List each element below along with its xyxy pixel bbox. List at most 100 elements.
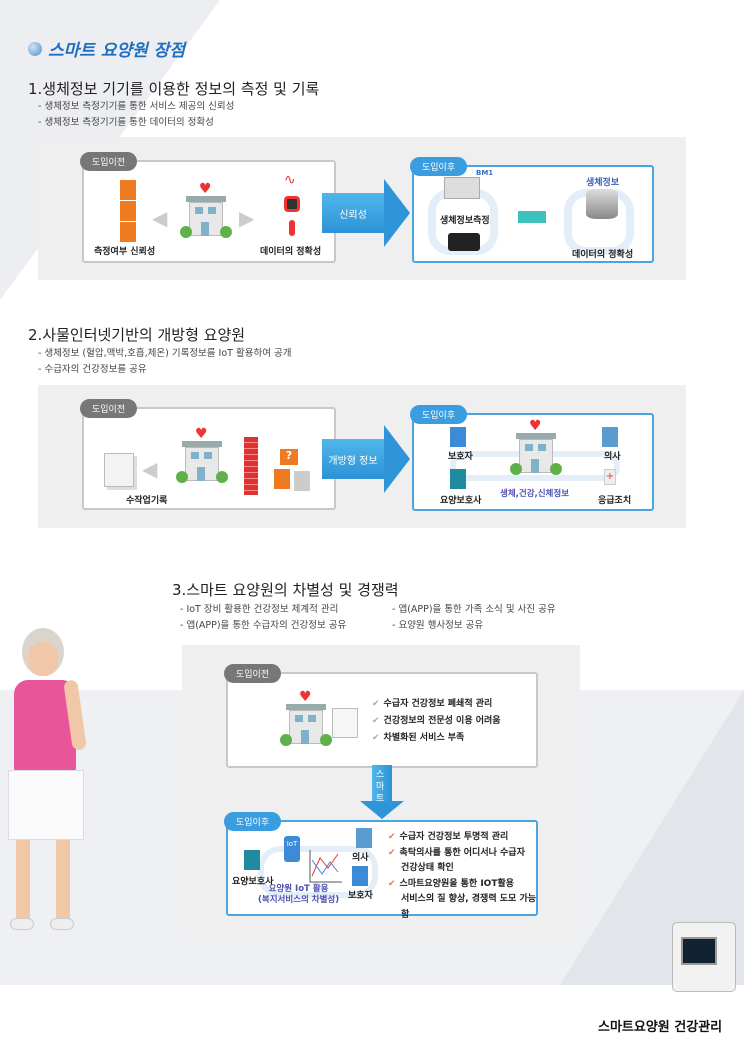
guardian-icon xyxy=(352,866,368,886)
section1-panel: 도입이전 ◀ ♥ ▶ ∿ 측정여부 신뢰성 데이터의 정확성 신뢰성 도입이후 … xyxy=(38,137,686,280)
page-title: 스마트 요양원 장점 xyxy=(28,36,185,61)
smart-arrow xyxy=(372,765,392,801)
section3-bullets-left: - IoT 장비 활용한 건강정보 체계적 관리 - 앱(APP)을 통한 수급… xyxy=(180,602,346,634)
open-info-arrow: 개방형 정보 xyxy=(322,425,410,493)
check-item: 건강상태 확인 xyxy=(388,861,536,877)
check-text: 스마트요양원을 통한 IOT활용 xyxy=(399,878,515,889)
check-text: 촉탁의사를 통한 어디서나 수급자 xyxy=(399,847,525,858)
paper-records-icon xyxy=(332,708,358,738)
check-text: 수급자 건강정보 폐쇄적 관리 xyxy=(383,699,493,709)
caregiver-label: 요양보호사 xyxy=(440,496,482,506)
caregiver-icon xyxy=(244,850,260,870)
before-right-label: 데이터의 정확성 xyxy=(260,247,322,257)
after-tag: 도입이후 xyxy=(410,157,468,176)
before-box: 도입이전 ◀ ♥ ? 수작업기록 xyxy=(80,399,336,510)
arrow-char: 스 xyxy=(376,770,385,780)
before-tag: 도입이전 xyxy=(80,152,138,171)
bullet: - IoT 장비 활용한 건강정보 체계적 관리 xyxy=(180,604,339,615)
thermometer-icon xyxy=(289,220,295,236)
connection-ring xyxy=(258,846,378,898)
check-icon: ✔ xyxy=(388,878,396,889)
bullet: - 생체정보 측정기기를 통한 서비스 제공의 신뢰성 xyxy=(38,101,235,112)
brick-wall-icon xyxy=(244,437,258,495)
check-text: 차별화된 서비스 부족 xyxy=(383,733,465,743)
elderly-woman-photo xyxy=(0,620,110,960)
nursing-home-icon: ♥ xyxy=(510,419,562,475)
nursing-home-icon: ♥ xyxy=(176,427,228,483)
section2-heading: 2.사물인터넷기반의 개방형 요양원 xyxy=(28,326,246,344)
check-item: ✔스마트요양원을 통한 IOT활용 xyxy=(388,877,536,893)
section3-heading: 3.스마트 요양원의 차별성 및 경쟁력 xyxy=(172,581,399,599)
after-right-label: 데이터의 정확성 xyxy=(572,250,634,260)
after-tag: 도입이후 xyxy=(410,405,468,424)
bullet-dot-icon xyxy=(28,41,42,56)
arrow-char: 트 xyxy=(376,794,385,804)
arrow-right-icon xyxy=(518,211,546,223)
check-icon: ✔ xyxy=(388,832,396,842)
line-chart-icon xyxy=(309,850,342,883)
bullet: - 앱(APP)을 통한 수급자의 건강정보 공유 xyxy=(180,620,347,631)
guardian-label: 보호자 xyxy=(348,891,373,901)
database-label: 생체정보 xyxy=(586,178,620,188)
check-text: 건강정보의 전문성 이용 어려움 xyxy=(383,716,501,726)
guardian-label: 보호자 xyxy=(448,452,473,462)
after-tag: 도입이후 xyxy=(224,812,282,831)
check-item: 서비스의 질 향상, 경쟁력 도모 가능함 xyxy=(388,892,536,923)
center-line: 요양원 IoT 활용 xyxy=(268,884,329,894)
after-box: 도입이후 BM1 생체정보측정 생체정보 데이터의 정확성 xyxy=(410,157,654,263)
nursing-home-icon: ♥ xyxy=(280,690,332,746)
after-box: 도입이후 요양보호사 IoT 의사 보호자 요양원 IoT 활용(복지서비스의 … xyxy=(224,812,538,920)
person-icon xyxy=(120,180,136,200)
caregiver-icon xyxy=(450,469,466,489)
person-icon xyxy=(120,222,136,242)
before-checklist: ✔수급자 건강정보 폐쇄적 관리 ✔건강정보의 전문성 이용 어려움 ✔차별화된… xyxy=(372,696,501,747)
question-bubble-icon: ? xyxy=(280,449,298,465)
before-box: 도입이전 ◀ ♥ ▶ ∿ 측정여부 신뢰성 데이터의 정확성 xyxy=(80,152,336,263)
person-icon xyxy=(274,469,290,489)
arrow-char: 마 xyxy=(376,782,385,792)
arrow-down-icon xyxy=(360,801,404,819)
section3-bullets-right: - 앱(APP)을 통한 가족 소식 및 사진 공유 - 요양원 행사정보 공유 xyxy=(392,602,556,634)
before-tag: 도입이전 xyxy=(224,664,282,683)
before-left-label: 측정여부 신뢰성 xyxy=(94,247,156,257)
caregiver-label: 요양보호사 xyxy=(232,877,274,887)
paper-records-icon xyxy=(104,453,134,487)
device-label: BM1 xyxy=(476,169,494,177)
check-icon: ✔ xyxy=(388,847,396,858)
person-icon xyxy=(120,201,136,221)
emergency-label: 응급조치 xyxy=(598,496,632,506)
bullet: - 요양원 행사정보 공유 xyxy=(392,620,484,631)
arrow-left-icon: ◀ xyxy=(142,457,158,481)
before-tag: 도입이전 xyxy=(80,399,138,418)
reliability-arrow: 신뢰성 xyxy=(322,179,410,247)
center-label: 요양원 IoT 활용(복지서비스의 차별성) xyxy=(258,884,339,906)
footer-title: 스마트요양원 건강관리 xyxy=(598,1020,723,1035)
doctor-label: 의사 xyxy=(352,853,369,863)
arrow-label: 신뢰성 xyxy=(339,209,367,221)
before-box: 도입이전 ♥ ✔수급자 건강정보 폐쇄적 관리 ✔건강정보의 전문성 이용 어려… xyxy=(224,664,538,768)
section2-bullets: - 생체정보 (혈압,맥박,호흡,체온) 기록정보를 IoT 활용하여 공개 -… xyxy=(38,346,291,378)
nursing-home-icon: ♥ xyxy=(180,182,232,238)
blood-pressure-icon xyxy=(284,196,300,212)
check-item: ✔촉탁의사를 통한 어디서나 수급자 xyxy=(388,846,536,862)
person-icon xyxy=(294,471,310,491)
arrow-label: 개방형 정보 xyxy=(328,455,378,467)
check-item: ✔건강정보의 전문성 이용 어려움 xyxy=(372,713,501,730)
measure-label: 생체정보측정 xyxy=(440,216,490,226)
doctor-icon xyxy=(602,427,618,447)
check-text: 건강상태 확인 xyxy=(401,863,454,873)
check-text: 수급자 건강정보 투명적 관리 xyxy=(399,832,509,842)
bullet: - 수급자의 건강정보를 공유 xyxy=(38,364,147,375)
section1-bullets: - 생체정보 측정기기를 통한 서비스 제공의 신뢰성 - 생체정보 측정기기를… xyxy=(38,99,234,131)
check-icon: ✔ xyxy=(372,733,380,743)
smartphone-iot-icon: IoT xyxy=(284,836,300,862)
page-title-text: 스마트 요양원 장점 xyxy=(48,41,185,61)
arrow-left-icon: ◀ xyxy=(152,206,168,230)
doctor-label: 의사 xyxy=(604,452,621,462)
section3-panel: 도입이전 ♥ ✔수급자 건강정보 폐쇄적 관리 ✔건강정보의 전문성 이용 어려… xyxy=(182,645,580,938)
guardian-icon xyxy=(450,427,466,447)
bullet: - 앱(APP)을 통한 가족 소식 및 사진 공유 xyxy=(392,604,556,615)
check-item: ✔수급자 건강정보 폐쇄적 관리 xyxy=(372,696,501,713)
monitor-device-icon xyxy=(444,177,480,199)
